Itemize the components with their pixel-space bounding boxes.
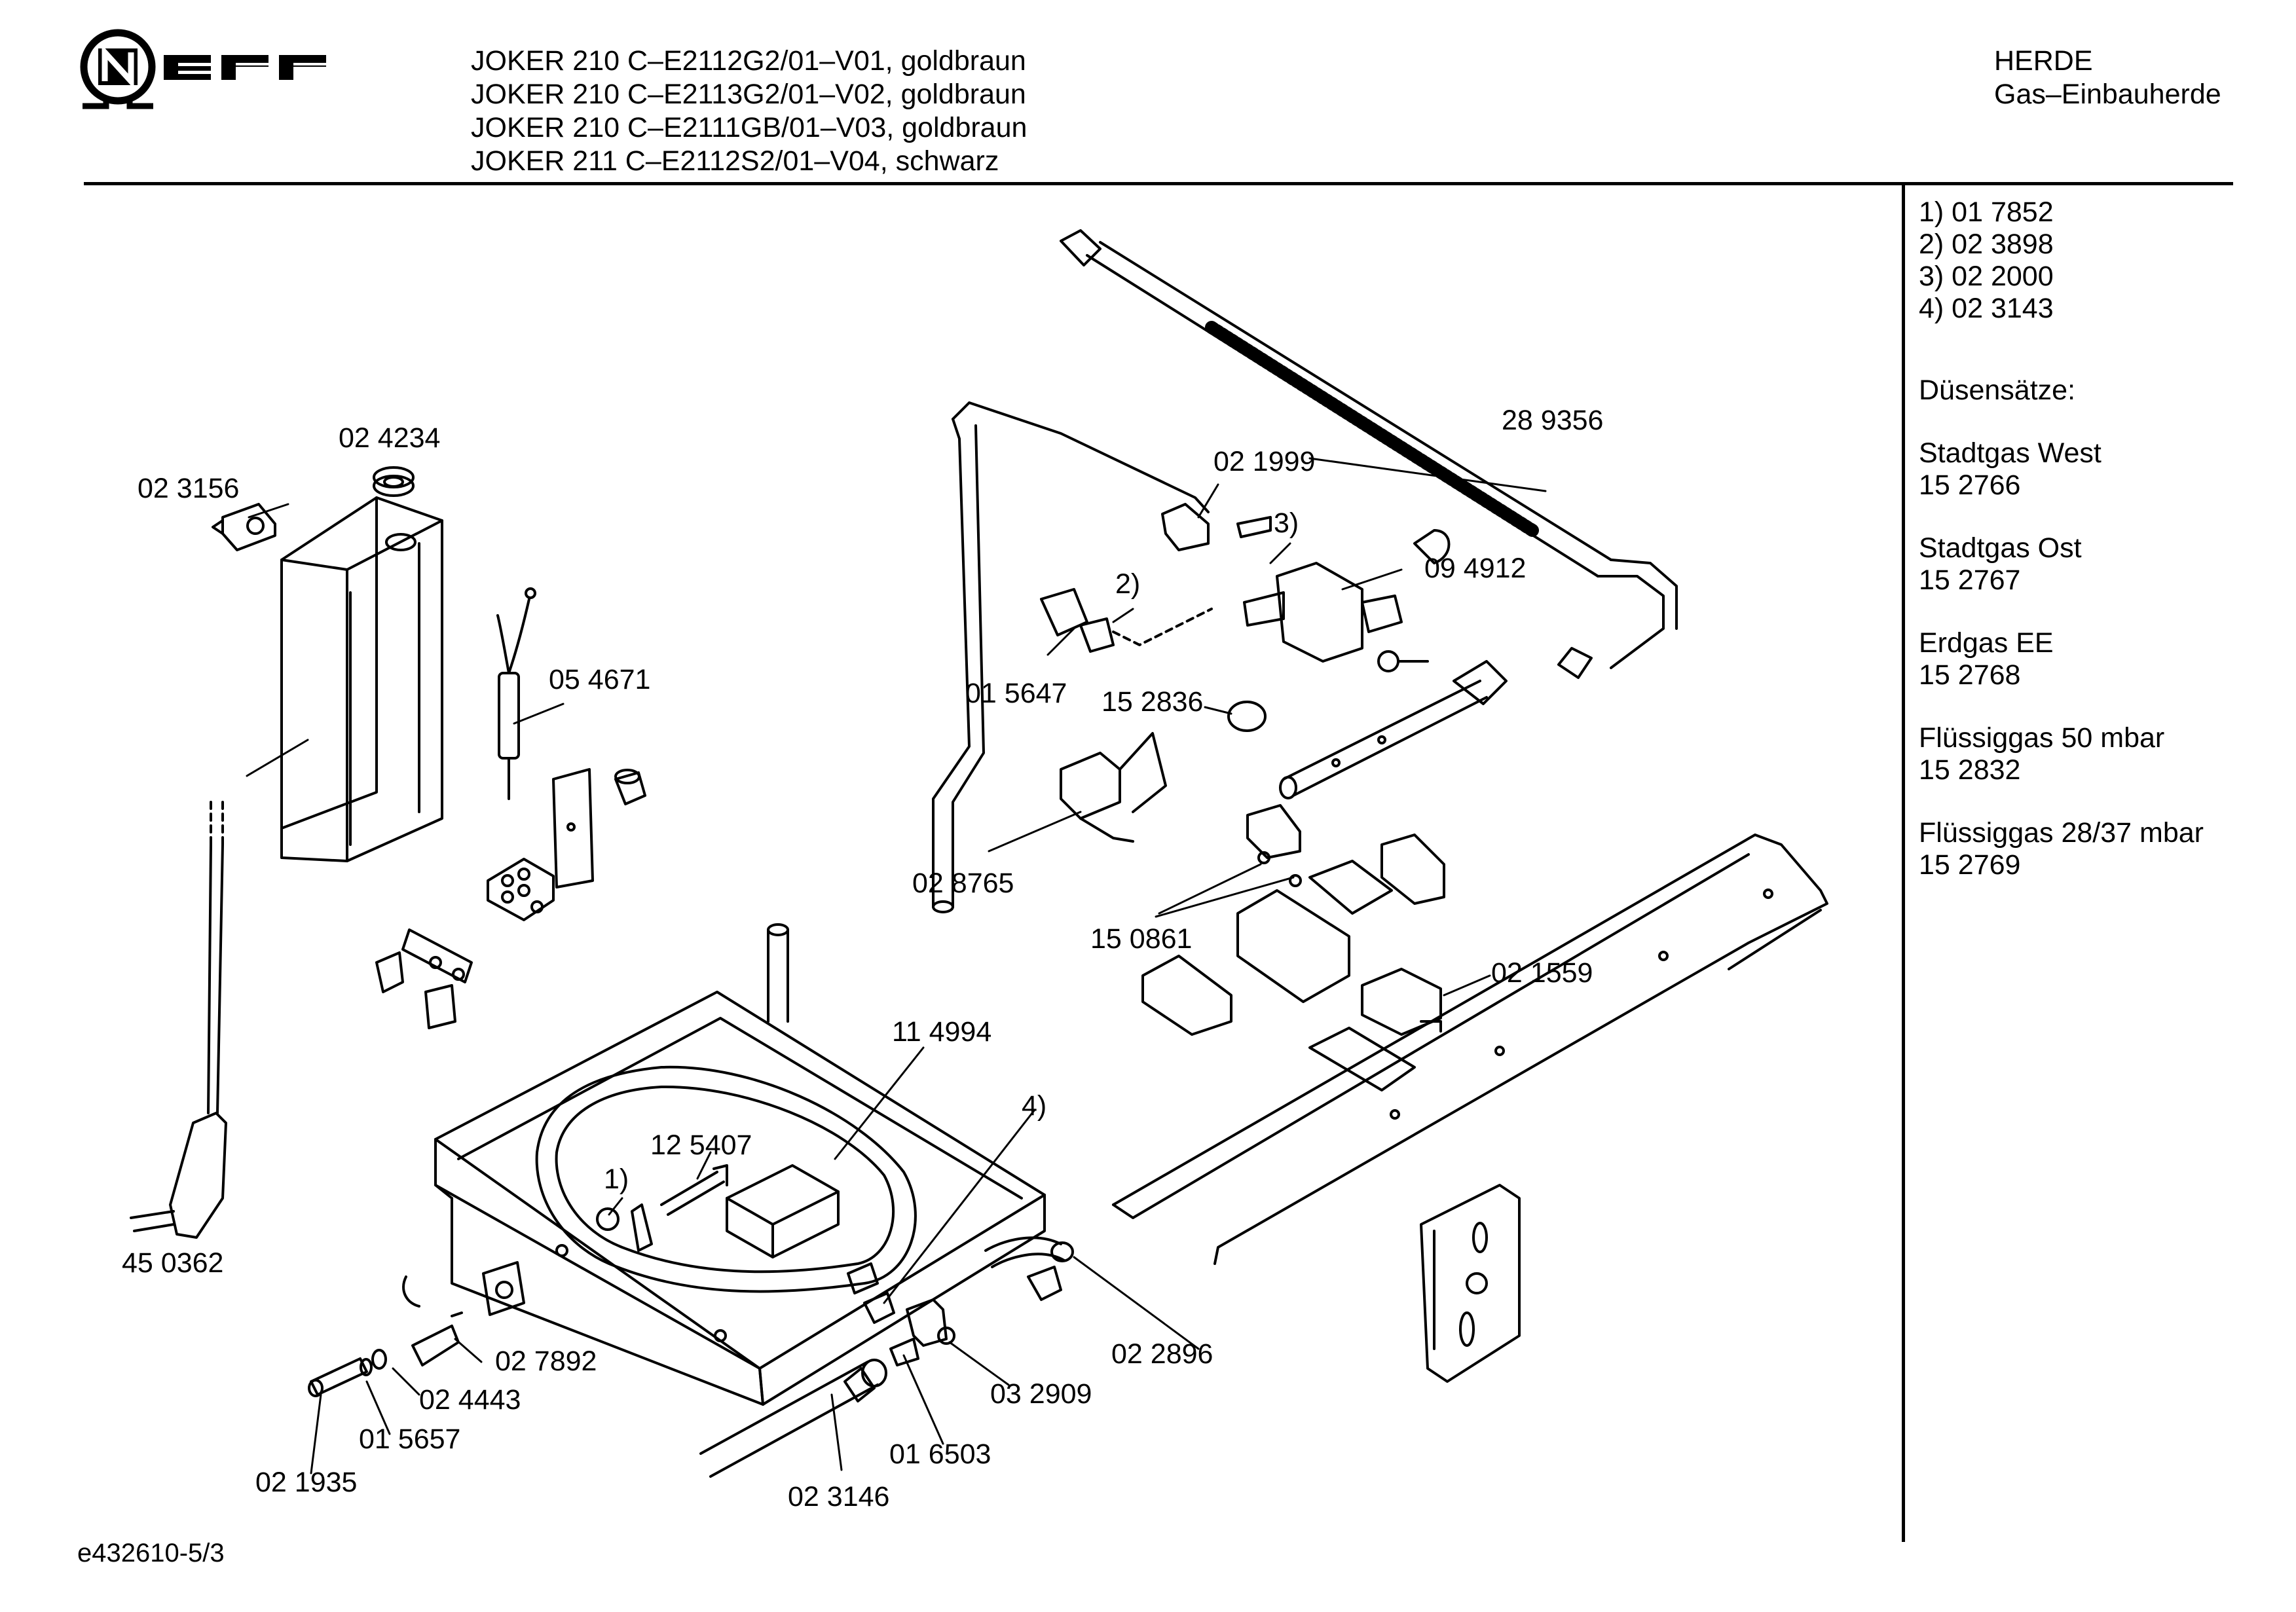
nozzle-set-number: 15 2768 <box>1919 659 2021 691</box>
cable-connector-part <box>212 503 276 551</box>
part-label: 02 4234 <box>339 422 440 454</box>
sidebar-divider <box>1902 185 1905 1542</box>
power-cable-plug <box>130 801 227 1239</box>
nozzle-set-name: Stadtgas Ost <box>1919 532 2082 564</box>
switch-part <box>1361 968 1442 1036</box>
nozzle-set-number: 15 2766 <box>1919 469 2021 501</box>
mounting-rail <box>1112 833 1828 1265</box>
flexible-hose <box>1060 229 1678 679</box>
nozzle-set-name: Flüssiggas 50 mbar <box>1919 722 2165 754</box>
exploded-view-drawing: 02 4234 02 3156 05 4671 45 0362 28 9356 … <box>122 229 1828 1512</box>
footnote-list: 1) 01 7852 2) 02 3898 3) 02 2000 4) 02 3… <box>1919 196 2286 325</box>
fitting-part <box>1040 588 1267 732</box>
model-line: JOKER 211 C–E2112S2/01–V04, schwarz <box>471 145 999 177</box>
ignition-electrode <box>631 1164 728 1252</box>
nozzle-set-number: 15 2832 <box>1919 754 2021 786</box>
part-label: 02 1999 <box>1213 446 1315 477</box>
part-label: 03 2909 <box>990 1378 1092 1410</box>
header-divider <box>84 182 2233 185</box>
part-label: 02 1559 <box>1491 957 1593 989</box>
footnote-marker: 4) <box>1022 1090 1046 1122</box>
footnote-item: 4) 02 3143 <box>1919 293 2054 324</box>
part-label: 09 4912 <box>1424 553 1526 584</box>
screw-brackets <box>1246 804 1445 905</box>
part-label: 02 4443 <box>419 1384 521 1416</box>
nozzle-set-name: Stadtgas West <box>1919 437 2102 469</box>
footnote-marker: 3) <box>1274 507 1299 539</box>
nozzle-set: Flüssiggas 28/37 mbar 15 2769 <box>1919 817 2286 881</box>
nozzle-set: Flüssiggas 50 mbar 15 2832 <box>1919 722 2286 786</box>
gas-valve-assembly <box>1161 503 1451 672</box>
neff-logo <box>80 29 326 109</box>
part-label: 15 2836 <box>1102 686 1203 718</box>
nozzle-set: Stadtgas West 15 2766 <box>1919 437 2286 502</box>
category-title: HERDE <box>1994 45 2093 77</box>
document-id: e432610-5/3 <box>77 1539 225 1567</box>
footnote-item: 2) 02 3898 <box>1919 229 2054 260</box>
nozzle-set: Erdgas EE 15 2768 <box>1919 627 2286 691</box>
burner-tray <box>434 991 1046 1406</box>
category-block: HERDE Gas–Einbauherde <box>1994 45 2221 111</box>
grommet-part <box>373 466 415 497</box>
clip-parts <box>375 928 473 1029</box>
part-label: 01 6503 <box>889 1438 991 1470</box>
part-label: 45 0362 <box>122 1247 223 1279</box>
part-label: 01 5647 <box>965 678 1067 709</box>
thermocouple-part <box>847 1262 895 1324</box>
housing-box <box>280 496 443 862</box>
nozzle-set-name: Erdgas EE <box>1919 627 2054 659</box>
switch-plates <box>1141 860 1416 1091</box>
bent-bracket <box>1420 1184 1521 1383</box>
part-label: 02 2896 <box>1111 1338 1213 1370</box>
part-label: 02 7892 <box>495 1346 597 1377</box>
nozzle-set: Stadtgas Ost 15 2767 <box>1919 532 2286 596</box>
igniter-part <box>496 587 536 800</box>
part-label: 02 1935 <box>255 1467 357 1498</box>
nozzle-set-number: 15 2769 <box>1919 849 2021 881</box>
parts-sidebar: 1) 01 7852 2) 02 3898 3) 02 2000 4) 02 3… <box>1919 196 2286 881</box>
part-label: 11 4994 <box>892 1016 991 1048</box>
part-label: 02 3156 <box>138 473 239 504</box>
mounting-plate <box>552 768 594 888</box>
part-label: 05 4671 <box>549 664 650 695</box>
part-labels: 02 4234 02 3156 05 4671 45 0362 28 9356 … <box>122 405 1603 1512</box>
nozzle-sets-heading: Düsensätze: <box>1919 375 2076 406</box>
support-rod <box>984 1236 1074 1301</box>
model-line: JOKER 210 C–E2112G2/01–V01, goldbraun <box>471 45 1026 77</box>
terminal-block <box>487 858 555 921</box>
leader-lines <box>246 457 1547 1475</box>
footnote-item: 1) 01 7852 <box>1919 196 2054 228</box>
model-list: JOKER 210 C–E2112G2/01–V01, goldbraun JO… <box>471 45 1027 178</box>
small-parts-cluster <box>308 1261 525 1397</box>
part-label: 15 0861 <box>1090 923 1192 955</box>
nozzle-set-name: Flüssiggas 28/37 mbar <box>1919 817 2204 849</box>
model-line: JOKER 210 C–E2111GB/01–V03, goldbraun <box>471 112 1028 143</box>
footnote-marker: 2) <box>1115 568 1140 600</box>
burner-core <box>726 1164 840 1258</box>
part-label: 01 5657 <box>359 1423 460 1455</box>
footnote-marker: 1) <box>604 1163 629 1195</box>
footnote-item: 3) 02 2000 <box>1919 261 2054 292</box>
part-label: 28 9356 <box>1502 405 1603 436</box>
burner-rod <box>1279 660 1508 799</box>
model-line: JOKER 210 C–E2113G2/01–V02, goldbraun <box>471 79 1026 110</box>
category-subtitle: Gas–Einbauherde <box>1994 79 2221 110</box>
gas-tube <box>767 401 1210 1023</box>
nozzle-fittings <box>699 1298 955 1478</box>
thermostat-bracket <box>1060 732 1167 843</box>
burner-ring <box>535 1065 917 1293</box>
part-label: 12 5407 <box>650 1129 752 1161</box>
part-label: 02 3146 <box>788 1481 889 1512</box>
part-label: 02 8765 <box>912 868 1014 899</box>
sleeve-part <box>614 769 646 805</box>
nozzle-set-number: 15 2767 <box>1919 564 2021 596</box>
